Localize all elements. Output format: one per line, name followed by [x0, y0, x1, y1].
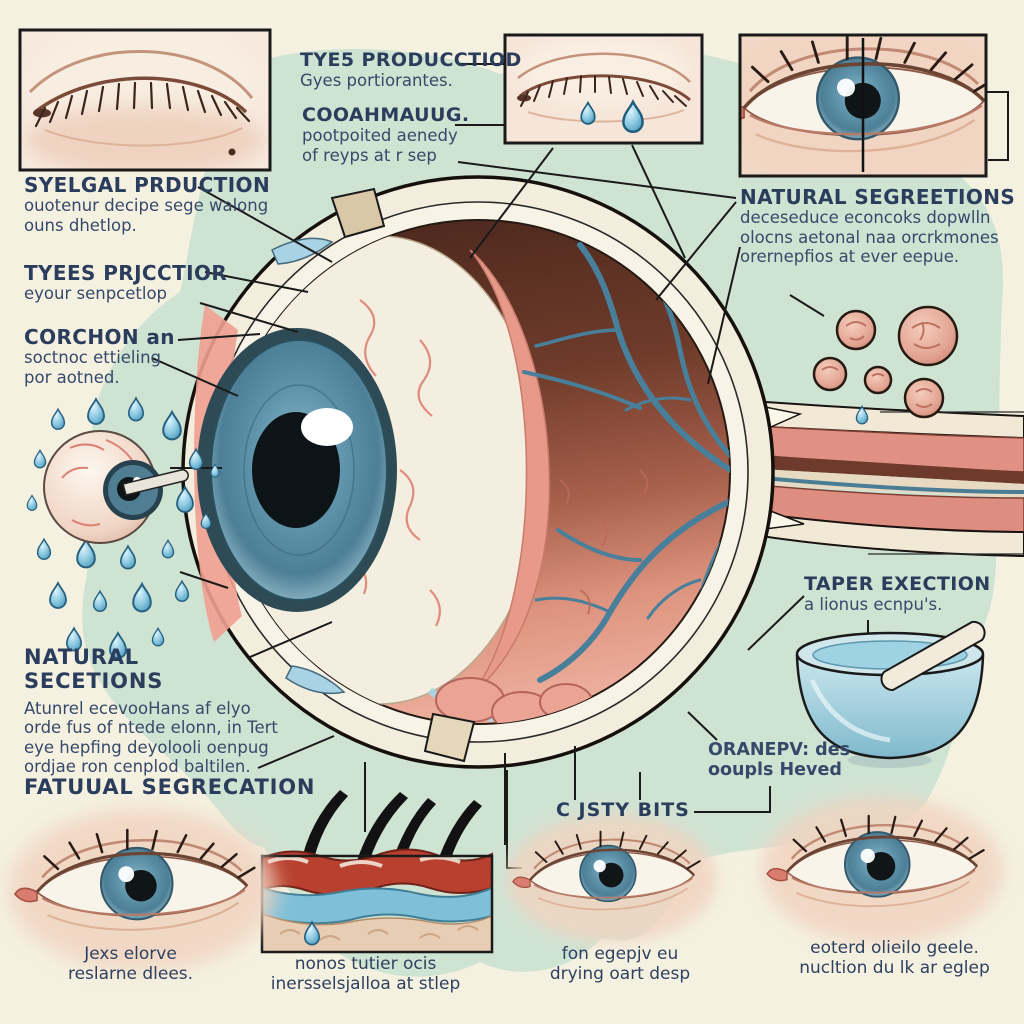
tissue-texture [559, 469, 649, 615]
caption-bottom-left-eye: Jexs elorve reslarne dlees. [67, 944, 194, 985]
optic-nerve [736, 398, 1024, 558]
caption-bottom-center-eye: fon egepjv eu drying oart desp [549, 944, 691, 985]
label-corchon: CORCHON an soctnoc ettieling por aotned. [24, 325, 175, 387]
tear-film-sliver-top [271, 237, 334, 265]
label-heading: TYE5 PRODUCCTIOD [300, 49, 522, 71]
inset-frame-top-center [503, 33, 704, 145]
inset-frame-top-left [18, 28, 272, 172]
cut-tab-top [330, 187, 386, 239]
label-natural-secretions-right: NATURAL SEGREETIONS deceseduce econcoks … [740, 185, 1016, 266]
label-cooahmaug: COOAHMAUUG. pootpoited aenedy of reyps a… [302, 104, 470, 165]
iris-highlight [301, 408, 353, 446]
caption-bottom-right-eye: eoterd olieilo geele. nucltion du lk ar … [799, 938, 990, 979]
iris-assembly [197, 328, 397, 612]
eyeball-cross-section [181, 175, 1024, 769]
label-tear-production-top: TYE5 PRODUCCTIOD Gyes portiorantes. [300, 49, 522, 91]
closed-lashes [34, 81, 251, 128]
small-tearing-eyeball [26, 397, 220, 659]
mixing-bowl [795, 620, 986, 768]
pestle [880, 620, 986, 692]
eyelashes [300, 790, 482, 872]
inset-frame-top-right [738, 33, 988, 178]
label-oranepv: ORANEPV: des ooupls Heved [708, 740, 850, 781]
eye-bottom-right [760, 796, 1003, 944]
closed-lashes-small [520, 75, 687, 107]
label-syelgal-production: SYELGAL PRDUCTION ouotenur decipe sege w… [24, 173, 271, 235]
tear-film-sliver-bottom [285, 665, 346, 695]
probe [122, 469, 189, 496]
crusty-bits [812, 305, 959, 425]
inset-open-eye [740, 35, 986, 176]
retinal-vessels [522, 242, 730, 683]
leader-lines [151, 63, 1009, 869]
label-natural-secretions-left: NATURAL SECETIONS Atunrel ecevooHans af … [24, 645, 278, 776]
label-fatuual-segrecation: FATUUAL SEGRECATION [24, 775, 316, 799]
label-custy-bits: C JSTY BITS [556, 799, 690, 821]
inset-closed-eyelid [20, 30, 270, 170]
skin-cross-section [260, 790, 494, 954]
cut-tab-bottom [423, 712, 476, 763]
label-taper-exection: TAPER EXECTION a lionus ecnpu's. [804, 573, 991, 615]
label-tyees-priction: TYEES PRJCCTIOR eyour senpcetlop [24, 261, 228, 304]
caption-skin-section: nonos tutier ocis inersselsjalloa at stl… [270, 954, 461, 995]
eye-bottom-center [507, 814, 717, 942]
inset-eyelid-tears [505, 35, 702, 143]
